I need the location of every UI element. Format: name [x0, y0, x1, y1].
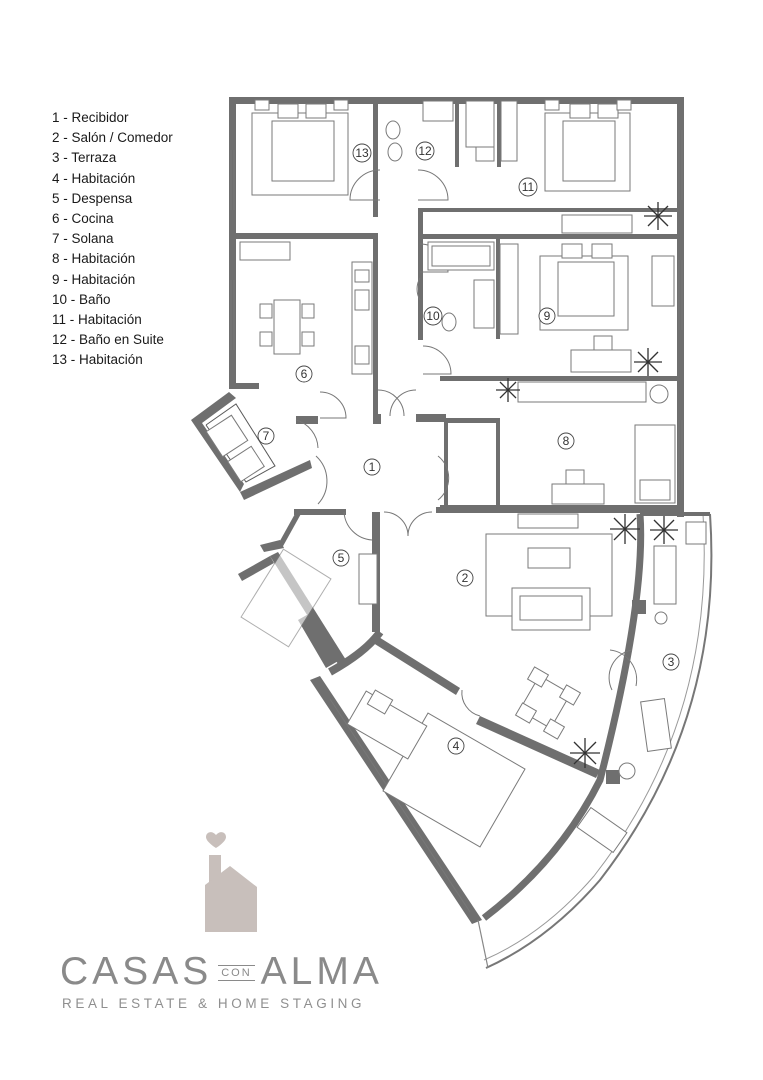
room-label-1: 1	[369, 460, 376, 474]
legend-item-7: 7 - Solana	[52, 231, 114, 247]
legend-item-10: 10 - Baño	[52, 291, 111, 307]
legend-item-11: 11 - Habitación	[52, 312, 142, 328]
plant-icon	[644, 202, 672, 230]
brand-wordmark: CASAS CON ALMA	[60, 950, 383, 994]
plant-icon	[570, 738, 600, 768]
brand-alma: ALMA	[260, 950, 383, 993]
windows	[230, 130, 683, 913]
plant-icon	[610, 514, 640, 544]
legend-item-8: 8 - Habitación	[52, 251, 136, 267]
room-label-6: 6	[301, 367, 308, 381]
room-label-9: 9	[544, 309, 551, 323]
brand-casas: CASAS	[60, 950, 213, 993]
furniture	[239, 99, 707, 854]
room-label-10: 10	[426, 309, 440, 323]
room-label-4: 4	[453, 739, 460, 753]
plant-icon	[496, 378, 520, 402]
room-label-2: 2	[462, 571, 469, 585]
legend-item-1: 1 - Recibidor	[52, 110, 129, 125]
legend-item-4: 4 - Habitación	[52, 170, 136, 186]
room-label-7: 7	[263, 429, 270, 443]
solana-walls	[191, 392, 312, 500]
room-labels: 1 2 3 4 5 6 7 8 9 10 11 12 13	[257, 141, 680, 755]
room-label-5: 5	[338, 551, 345, 565]
legend-item-5: 5 - Despensa	[52, 190, 133, 206]
legend-item-6: 6 - Cocina	[52, 211, 114, 227]
legend-item-9: 9 - Habitación	[52, 271, 136, 287]
room-label-3: 3	[668, 655, 675, 669]
room-label-12: 12	[418, 144, 432, 158]
plant-icons	[496, 202, 678, 768]
room-label-13: 13	[355, 146, 369, 160]
room-label-8: 8	[563, 434, 570, 448]
room-legend: 1 - Recibidor 2 - Salón / Comedor 3 - Te…	[52, 108, 173, 371]
brand-con: CON	[218, 965, 255, 981]
plant-icon	[634, 348, 662, 376]
plant-icon	[650, 516, 678, 544]
legend-item-13: 13 - Habitación	[52, 352, 143, 368]
legend-item-2: 2 - Salón / Comedor	[52, 130, 173, 146]
room-label-11: 11	[522, 180, 535, 194]
exterior-walls	[229, 97, 684, 517]
legend-item-12: 12 - Baño en Suite	[52, 332, 164, 348]
doors	[295, 169, 638, 717]
brand-tagline: REAL ESTATE & HOME STAGING	[62, 996, 366, 1011]
legend-item-3: 3 - Terraza	[52, 150, 117, 166]
